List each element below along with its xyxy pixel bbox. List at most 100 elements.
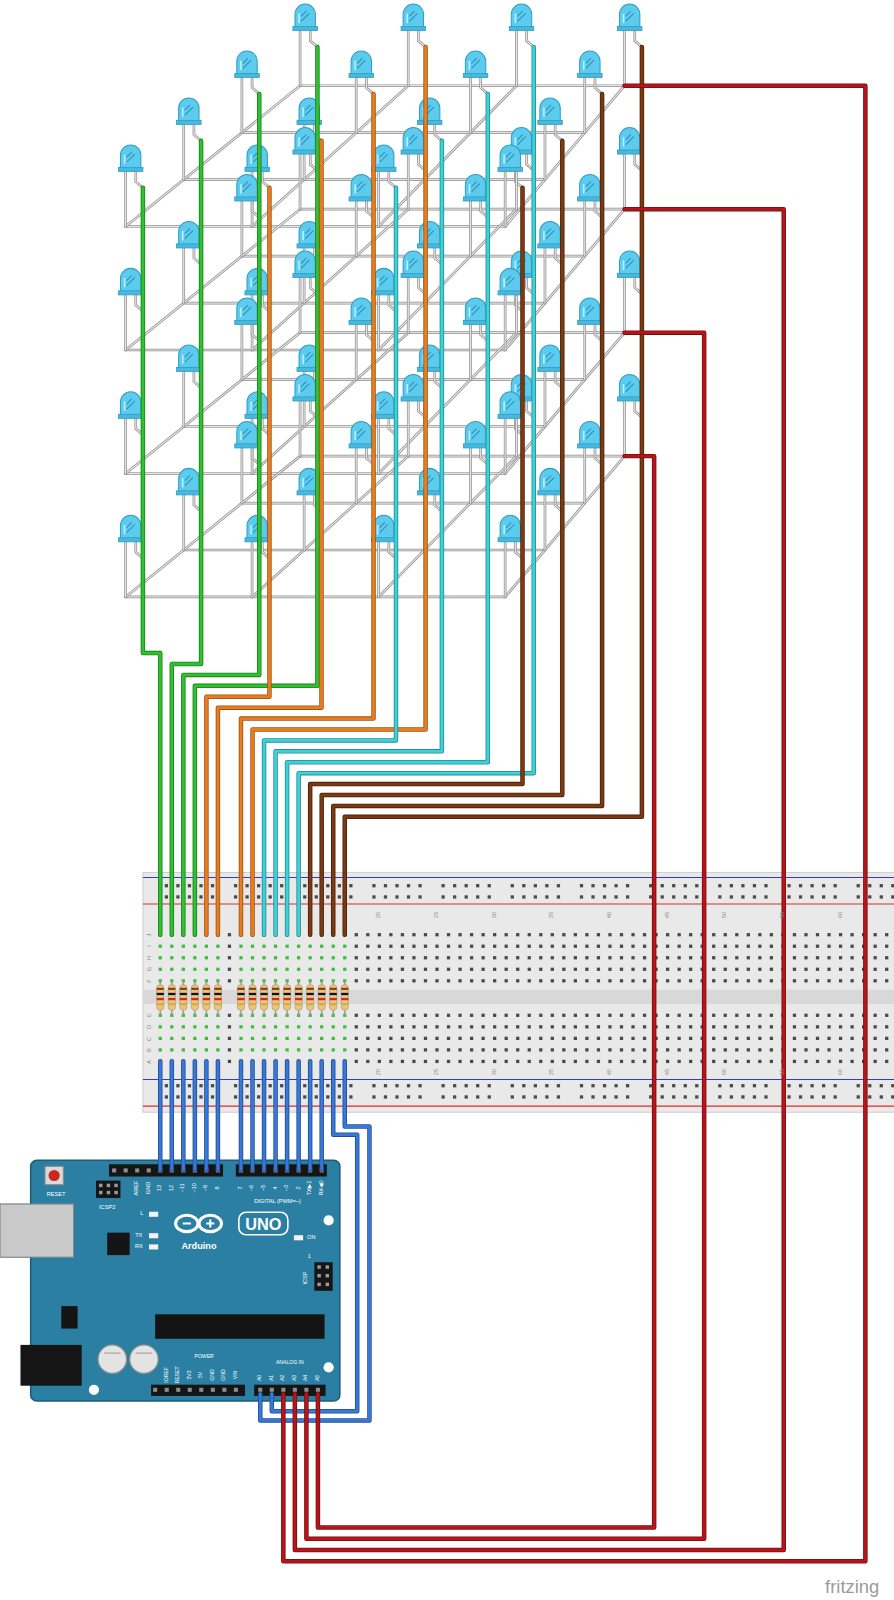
anode-wire <box>333 94 602 935</box>
breadboard-hole <box>643 979 646 982</box>
led-symbol <box>471 305 479 315</box>
rail-hole <box>257 895 260 898</box>
led-symbol <box>243 182 251 192</box>
led-highlight <box>124 526 126 534</box>
rail-hole <box>234 1095 237 1098</box>
rail-hole <box>257 884 260 887</box>
signal-wire <box>193 1061 196 1169</box>
capacitor <box>130 1345 159 1374</box>
breadboard-hole <box>620 956 623 959</box>
rail-hole <box>787 1095 790 1098</box>
breadboard-hole <box>620 945 623 948</box>
rail-hole <box>591 895 594 898</box>
rail-hole <box>315 884 318 887</box>
breadboard-hole <box>332 1037 335 1040</box>
breadboard-hole <box>458 1048 461 1051</box>
resistor-band <box>157 993 164 995</box>
led-symbol <box>540 468 560 491</box>
pin-label: GND <box>222 1369 227 1380</box>
breadboard-hole <box>424 1048 427 1051</box>
breadboard-hole <box>839 1014 842 1017</box>
breadboard-hole <box>262 956 265 959</box>
breadboard-hole <box>562 968 565 971</box>
rail-hole <box>614 884 617 887</box>
led-leg <box>183 248 184 303</box>
rail-hole <box>384 884 387 887</box>
led-highlight <box>503 155 505 163</box>
rail-hole <box>718 895 721 898</box>
breadboard-hole <box>505 979 508 982</box>
breadboard-hole <box>389 1060 392 1063</box>
resistor-symbol <box>341 985 348 1011</box>
rail-hole <box>326 895 329 898</box>
rail-hole <box>787 895 790 898</box>
resistor-band <box>318 988 325 990</box>
breadboard-hole <box>539 1048 542 1051</box>
breadboard-hole <box>228 933 231 936</box>
rail-hole <box>649 1095 652 1098</box>
breadboard-hole <box>216 1037 219 1040</box>
rail-hole <box>211 1095 214 1098</box>
led-highlight <box>583 61 585 69</box>
rail-hole <box>649 884 652 887</box>
led-symbol <box>305 476 313 486</box>
rail-hole <box>534 1095 537 1098</box>
cathode-grid <box>300 332 624 333</box>
led-symbol <box>401 150 425 154</box>
rail-hole <box>880 1095 883 1098</box>
breadboard-hole <box>585 945 588 948</box>
led-symbol <box>540 221 560 244</box>
breadboard-hole <box>343 945 346 948</box>
arduino-logo <box>209 1219 211 1227</box>
resistor-band <box>214 993 221 995</box>
led-leg <box>378 171 379 226</box>
rail-hole <box>614 895 617 898</box>
led-symbol <box>127 152 135 162</box>
resistor-band <box>272 988 279 990</box>
led-highlight <box>377 155 379 163</box>
rail-hole <box>165 884 168 887</box>
led-symbol <box>118 167 142 171</box>
breadboard-hole <box>470 1037 473 1040</box>
breadboard-hole <box>435 1014 438 1017</box>
breadboard-hole <box>539 933 542 936</box>
breadboard-hole <box>493 1014 496 1017</box>
led-symbol <box>463 73 487 77</box>
resistor-band <box>203 988 210 990</box>
breadboard-hole <box>401 1048 404 1051</box>
breadboard-hole <box>493 1025 496 1028</box>
breadboard-hole <box>528 1048 531 1051</box>
header-pin <box>107 1184 110 1187</box>
rail-hole <box>441 1084 444 1087</box>
led-leg <box>299 278 302 333</box>
breadboard-hole <box>285 1025 288 1028</box>
breadboard-hole <box>262 1025 265 1028</box>
led-symbol <box>626 11 634 21</box>
rail-hole <box>868 895 871 898</box>
header-pin <box>124 1168 128 1172</box>
led-highlight <box>543 355 545 363</box>
signal-wire <box>181 1061 185 1169</box>
led-symbol <box>351 51 371 74</box>
pin-label: 7 <box>238 1186 244 1189</box>
rail-hole <box>810 1084 813 1087</box>
breadboard-hole <box>804 1060 807 1063</box>
breadboard-hole <box>505 968 508 971</box>
breadboard-hole <box>885 956 888 959</box>
resistor-symbol <box>168 985 175 1011</box>
breadboard-hole <box>505 1037 508 1040</box>
rail-hole <box>695 884 698 887</box>
led-symbol <box>235 73 259 77</box>
board-label: ON <box>307 1235 315 1241</box>
led-symbol <box>374 392 394 415</box>
header-pin <box>99 1184 102 1187</box>
rail-hole <box>649 1084 652 1087</box>
rail-hole <box>822 1084 825 1087</box>
breadboard-hole <box>885 1014 888 1017</box>
rail-hole <box>891 1084 894 1087</box>
breadboard-hole <box>493 968 496 971</box>
breadboard-hole <box>481 1048 484 1051</box>
led-leg <box>469 201 472 256</box>
header-pin <box>107 1191 110 1194</box>
